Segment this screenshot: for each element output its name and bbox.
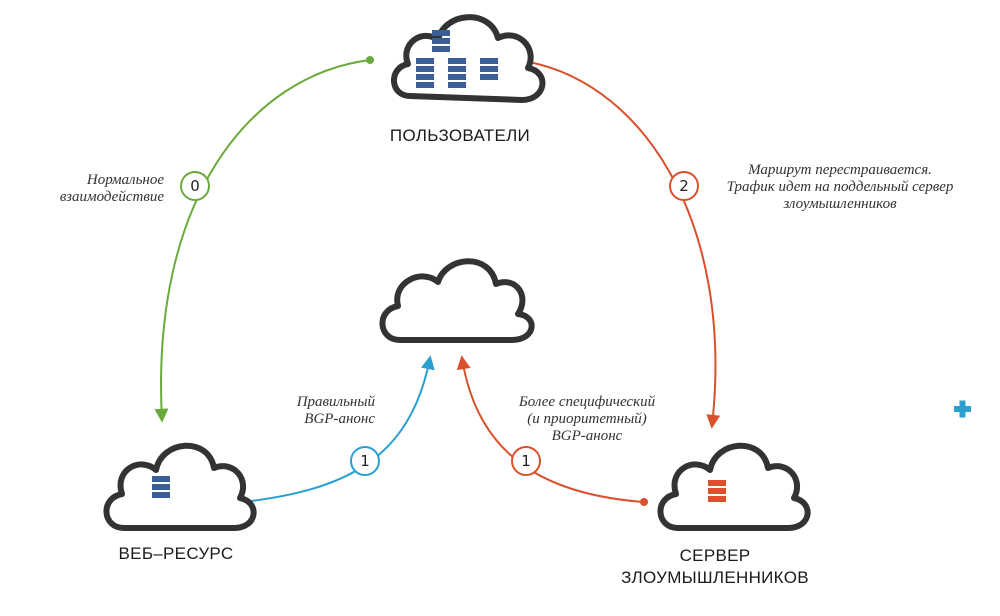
edge-reroute [515,59,721,429]
note-normal-line2: взаимодействие [59,189,164,205]
note-reroute: Маршрут перестраивается. Трафик идет на … [700,162,980,213]
users-cloud-icon [391,14,546,103]
attacker-cloud-icon [657,442,811,531]
note-normal: Нормальное взаимодействие [30,172,164,206]
note-reroute-line3: злоумышленников [783,196,897,212]
server-rack-icon [708,480,726,502]
server-rack-icon [416,58,434,88]
note-reroute-line2: Трафик идет на поддельный сервер [726,179,954,195]
plus-icon [954,400,971,418]
node-label-attacker-line2: ЗЛОУМЫШЛЕННИКОВ [621,568,809,587]
server-rack-icon [432,30,450,52]
note-rogue-bgp: Более специфический (и приоритетный) BGP… [492,394,682,445]
edge-normal-start-dot [366,56,374,64]
edge-legit-bgp [242,355,435,503]
server-rack-icon [448,58,466,88]
note-normal-line1: Нормальное [86,172,164,188]
server-rack-icon [480,58,498,80]
note-rogue-bgp-line2: (и приоритетный) [527,411,647,427]
web-resource-cloud-icon [103,442,257,531]
note-rogue-bgp-line3: BGP-анонс [551,428,623,444]
node-label-attacker-line1: СЕРВЕР [679,546,751,565]
step-badge-rogue-bgp: 1 [511,446,541,476]
edge-normal [154,59,371,423]
note-rogue-bgp-line1: Более специфический [518,394,656,410]
step-badge-normal: 0 [180,171,210,201]
step-badge-reroute: 2 [669,171,699,201]
note-legit-bgp: Правильный BGP-анонс [255,394,375,428]
edge-rogue-bgp-start-dot [640,498,648,506]
node-label-web-resource: ВЕБ–РЕСУРС [118,544,234,563]
internet-cloud-icon [379,258,535,343]
note-legit-bgp-line1: Правильный [296,394,375,410]
note-reroute-line1: Маршрут перестраивается. [748,162,932,178]
server-rack-icon [152,476,170,498]
step-badge-legit-bgp: 1 [350,446,380,476]
note-legit-bgp-line2: BGP-анонс [304,411,375,427]
node-label-users: ПОЛЬЗОВАТЕЛИ [389,126,531,145]
